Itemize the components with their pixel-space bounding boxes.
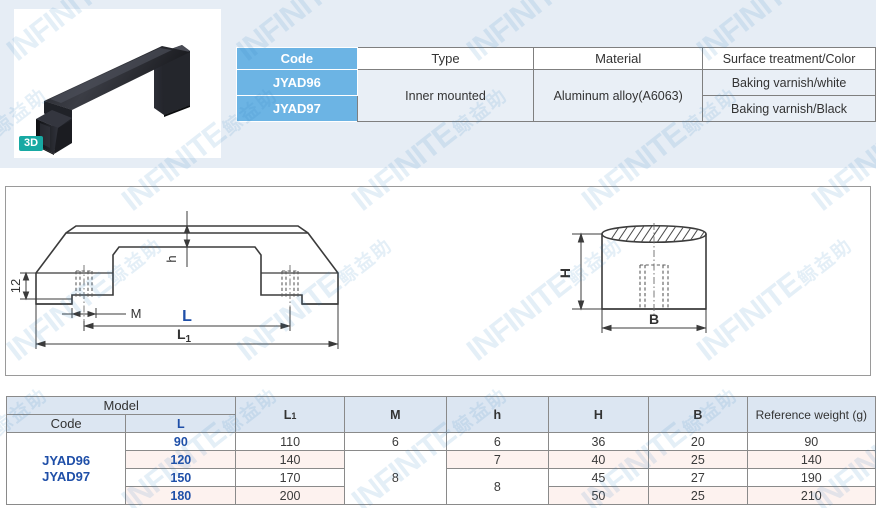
cell-big-h: 45 bbox=[547, 468, 650, 487]
table-row: 180 200 50 25 210 bbox=[7, 486, 876, 505]
cell-l1: 110 bbox=[235, 432, 345, 451]
cell-big-h: 40 bbox=[547, 450, 650, 469]
dim-label-thickness: 12 bbox=[8, 279, 23, 293]
drawing-canvas: 12 M h L bbox=[8, 211, 707, 349]
dim-label-h: h bbox=[164, 255, 179, 262]
spec-surface-white: Baking varnish/white bbox=[702, 69, 876, 96]
cell-b: 20 bbox=[648, 432, 748, 451]
cell-h-merged: 8 bbox=[445, 468, 549, 505]
dim-header-m: M bbox=[343, 396, 447, 433]
dim-label-l: L bbox=[182, 308, 192, 325]
cell-b: 25 bbox=[648, 450, 748, 469]
product-photo-card[interactable]: 3D bbox=[14, 9, 221, 158]
dim-header-weight: Reference weight (g) bbox=[746, 396, 876, 433]
cell-big-h: 50 bbox=[547, 486, 650, 505]
dim-header-h: h bbox=[445, 396, 549, 433]
table-row: 120 140 8 7 40 25 140 bbox=[7, 450, 876, 505]
cell-l: 90 bbox=[125, 432, 237, 451]
dim-header-l: L bbox=[125, 414, 237, 433]
spec-table: Code Type Material Surface treatment/Col… bbox=[236, 47, 876, 122]
dim-header-code: Code bbox=[5, 414, 127, 433]
dim-header-model: Model bbox=[5, 396, 237, 415]
cell-b: 25 bbox=[648, 486, 748, 505]
spec-table-row: JYAD96 Inner mounted Aluminum alloy(A606… bbox=[236, 69, 876, 122]
spec-header-type: Type bbox=[356, 47, 535, 70]
badge-3d[interactable]: 3D bbox=[19, 136, 44, 151]
cell-m-merged: 8 bbox=[343, 450, 447, 505]
spec-header-material: Material bbox=[533, 47, 704, 70]
cell-l: 120 bbox=[125, 450, 237, 469]
cell-h: 7 bbox=[445, 450, 549, 469]
cell-weight: 210 bbox=[746, 486, 876, 505]
spec-table-header-row: Code Type Material Surface treatment/Col… bbox=[236, 47, 876, 70]
dim-header-big-h: H bbox=[547, 396, 650, 433]
spec-surface-black: Baking varnish/Black bbox=[702, 95, 876, 122]
dim-table-group-header-row: Model L1 M h H B Reference weight (g) bbox=[5, 396, 876, 433]
spec-code-jyad96[interactable]: JYAD96 bbox=[236, 69, 358, 96]
spec-header-surface: Surface treatment/Color bbox=[702, 47, 876, 70]
dim-header-b: B bbox=[648, 396, 748, 433]
cell-b: 27 bbox=[648, 468, 748, 487]
spec-table-row: JYAD97 Baking varnish/Black bbox=[236, 95, 876, 122]
cell-weight: 90 bbox=[746, 432, 876, 451]
cell-l1: 170 bbox=[235, 468, 345, 487]
cell-l1: 140 bbox=[235, 450, 345, 469]
cell-big-h: 36 bbox=[547, 432, 650, 451]
dim-header-l1: L1 bbox=[235, 396, 345, 433]
dim-label-b: B bbox=[649, 311, 659, 327]
cell-h: 6 bbox=[445, 432, 549, 451]
dim-table-sub-header-row: Code L bbox=[5, 414, 876, 433]
product-photo bbox=[36, 45, 190, 155]
spec-header-code: Code bbox=[236, 47, 358, 70]
spec-material-value: Aluminum alloy(A6063) bbox=[533, 69, 704, 122]
dim-label-big-h: H bbox=[557, 268, 573, 278]
cell-l: 150 bbox=[125, 468, 237, 487]
cell-l: 180 bbox=[125, 486, 237, 505]
dim-label-l1: L1 bbox=[177, 326, 192, 345]
spec-code-jyad97[interactable]: JYAD97 bbox=[236, 95, 358, 122]
dimension-table: Model L1 M h H B Reference weight (g) Co… bbox=[5, 396, 876, 505]
cell-weight: 190 bbox=[746, 468, 876, 487]
technical-drawing-panel: 12 M h L bbox=[5, 186, 871, 376]
cell-m: 6 bbox=[343, 432, 447, 451]
spec-type-value: Inner mounted bbox=[356, 69, 535, 122]
cell-weight: 140 bbox=[746, 450, 876, 469]
table-row: 150 170 8 45 27 190 bbox=[7, 468, 876, 505]
cell-l1: 200 bbox=[235, 486, 345, 505]
dim-label-m: M bbox=[131, 306, 142, 321]
